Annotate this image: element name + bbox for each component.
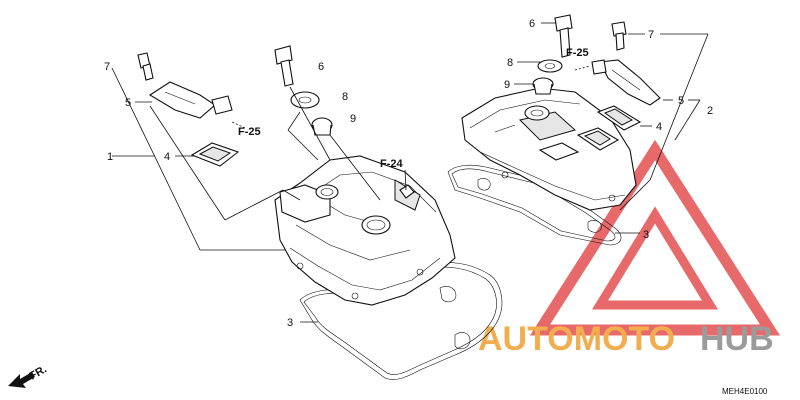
callout-5-left: 5 [125, 97, 131, 109]
automotohub-watermark: AUTOMOTO HUB [478, 139, 781, 358]
callout-4-right: 4 [656, 121, 662, 133]
callout-4-left: 4 [164, 151, 170, 163]
washer-left [290, 91, 320, 109]
callout-8-right: 8 [507, 57, 513, 69]
seal-right [596, 105, 642, 131]
screw-right-top [611, 21, 627, 51]
grommet-right [532, 77, 554, 95]
callout-9-left: 9 [350, 113, 356, 125]
callout-9-right: 9 [504, 79, 510, 91]
diagram-code: MEH4E0100 [722, 387, 768, 396]
bolt-left [274, 45, 294, 87]
callout-3-left: 3 [287, 317, 293, 329]
watermark-triangle-logo [529, 139, 781, 336]
bracket-left [148, 81, 233, 119]
direction-label: FR. [28, 363, 49, 382]
leader-lines-right [514, 22, 709, 234]
washer-right [537, 59, 563, 73]
watermark-brand-orange: AUTOMOTO [478, 320, 675, 358]
callout-8-left: 8 [342, 91, 348, 103]
ref-f25-left: F-25 [238, 126, 261, 138]
callout-3-right: 3 [643, 229, 649, 241]
front-direction-indicator: FR. [8, 363, 49, 388]
bolt-right [554, 14, 573, 58]
seal-left [190, 142, 240, 167]
grommet-left [311, 117, 333, 136]
cylinder-head-cover-left [274, 155, 456, 306]
callout-6-left: 6 [318, 61, 324, 73]
callout-7-left: 7 [104, 61, 110, 73]
callout-6-right: 6 [529, 18, 535, 30]
leader-lines-left [111, 67, 407, 323]
screw-left-top [137, 52, 154, 81]
callout-1: 1 [107, 151, 113, 163]
callout-7-right: 7 [648, 29, 654, 41]
ref-f24: F-24 [380, 158, 404, 170]
ref-f25-right: F-25 [566, 47, 589, 59]
callout-5-right: 5 [678, 95, 684, 107]
cylinder-head-cover-right [461, 87, 637, 211]
cylinder-head-cover-gasket-right [447, 164, 622, 246]
bracket-right [591, 59, 661, 106]
callout-2: 2 [707, 105, 713, 117]
watermark-brand-gray: HUB [700, 320, 774, 358]
